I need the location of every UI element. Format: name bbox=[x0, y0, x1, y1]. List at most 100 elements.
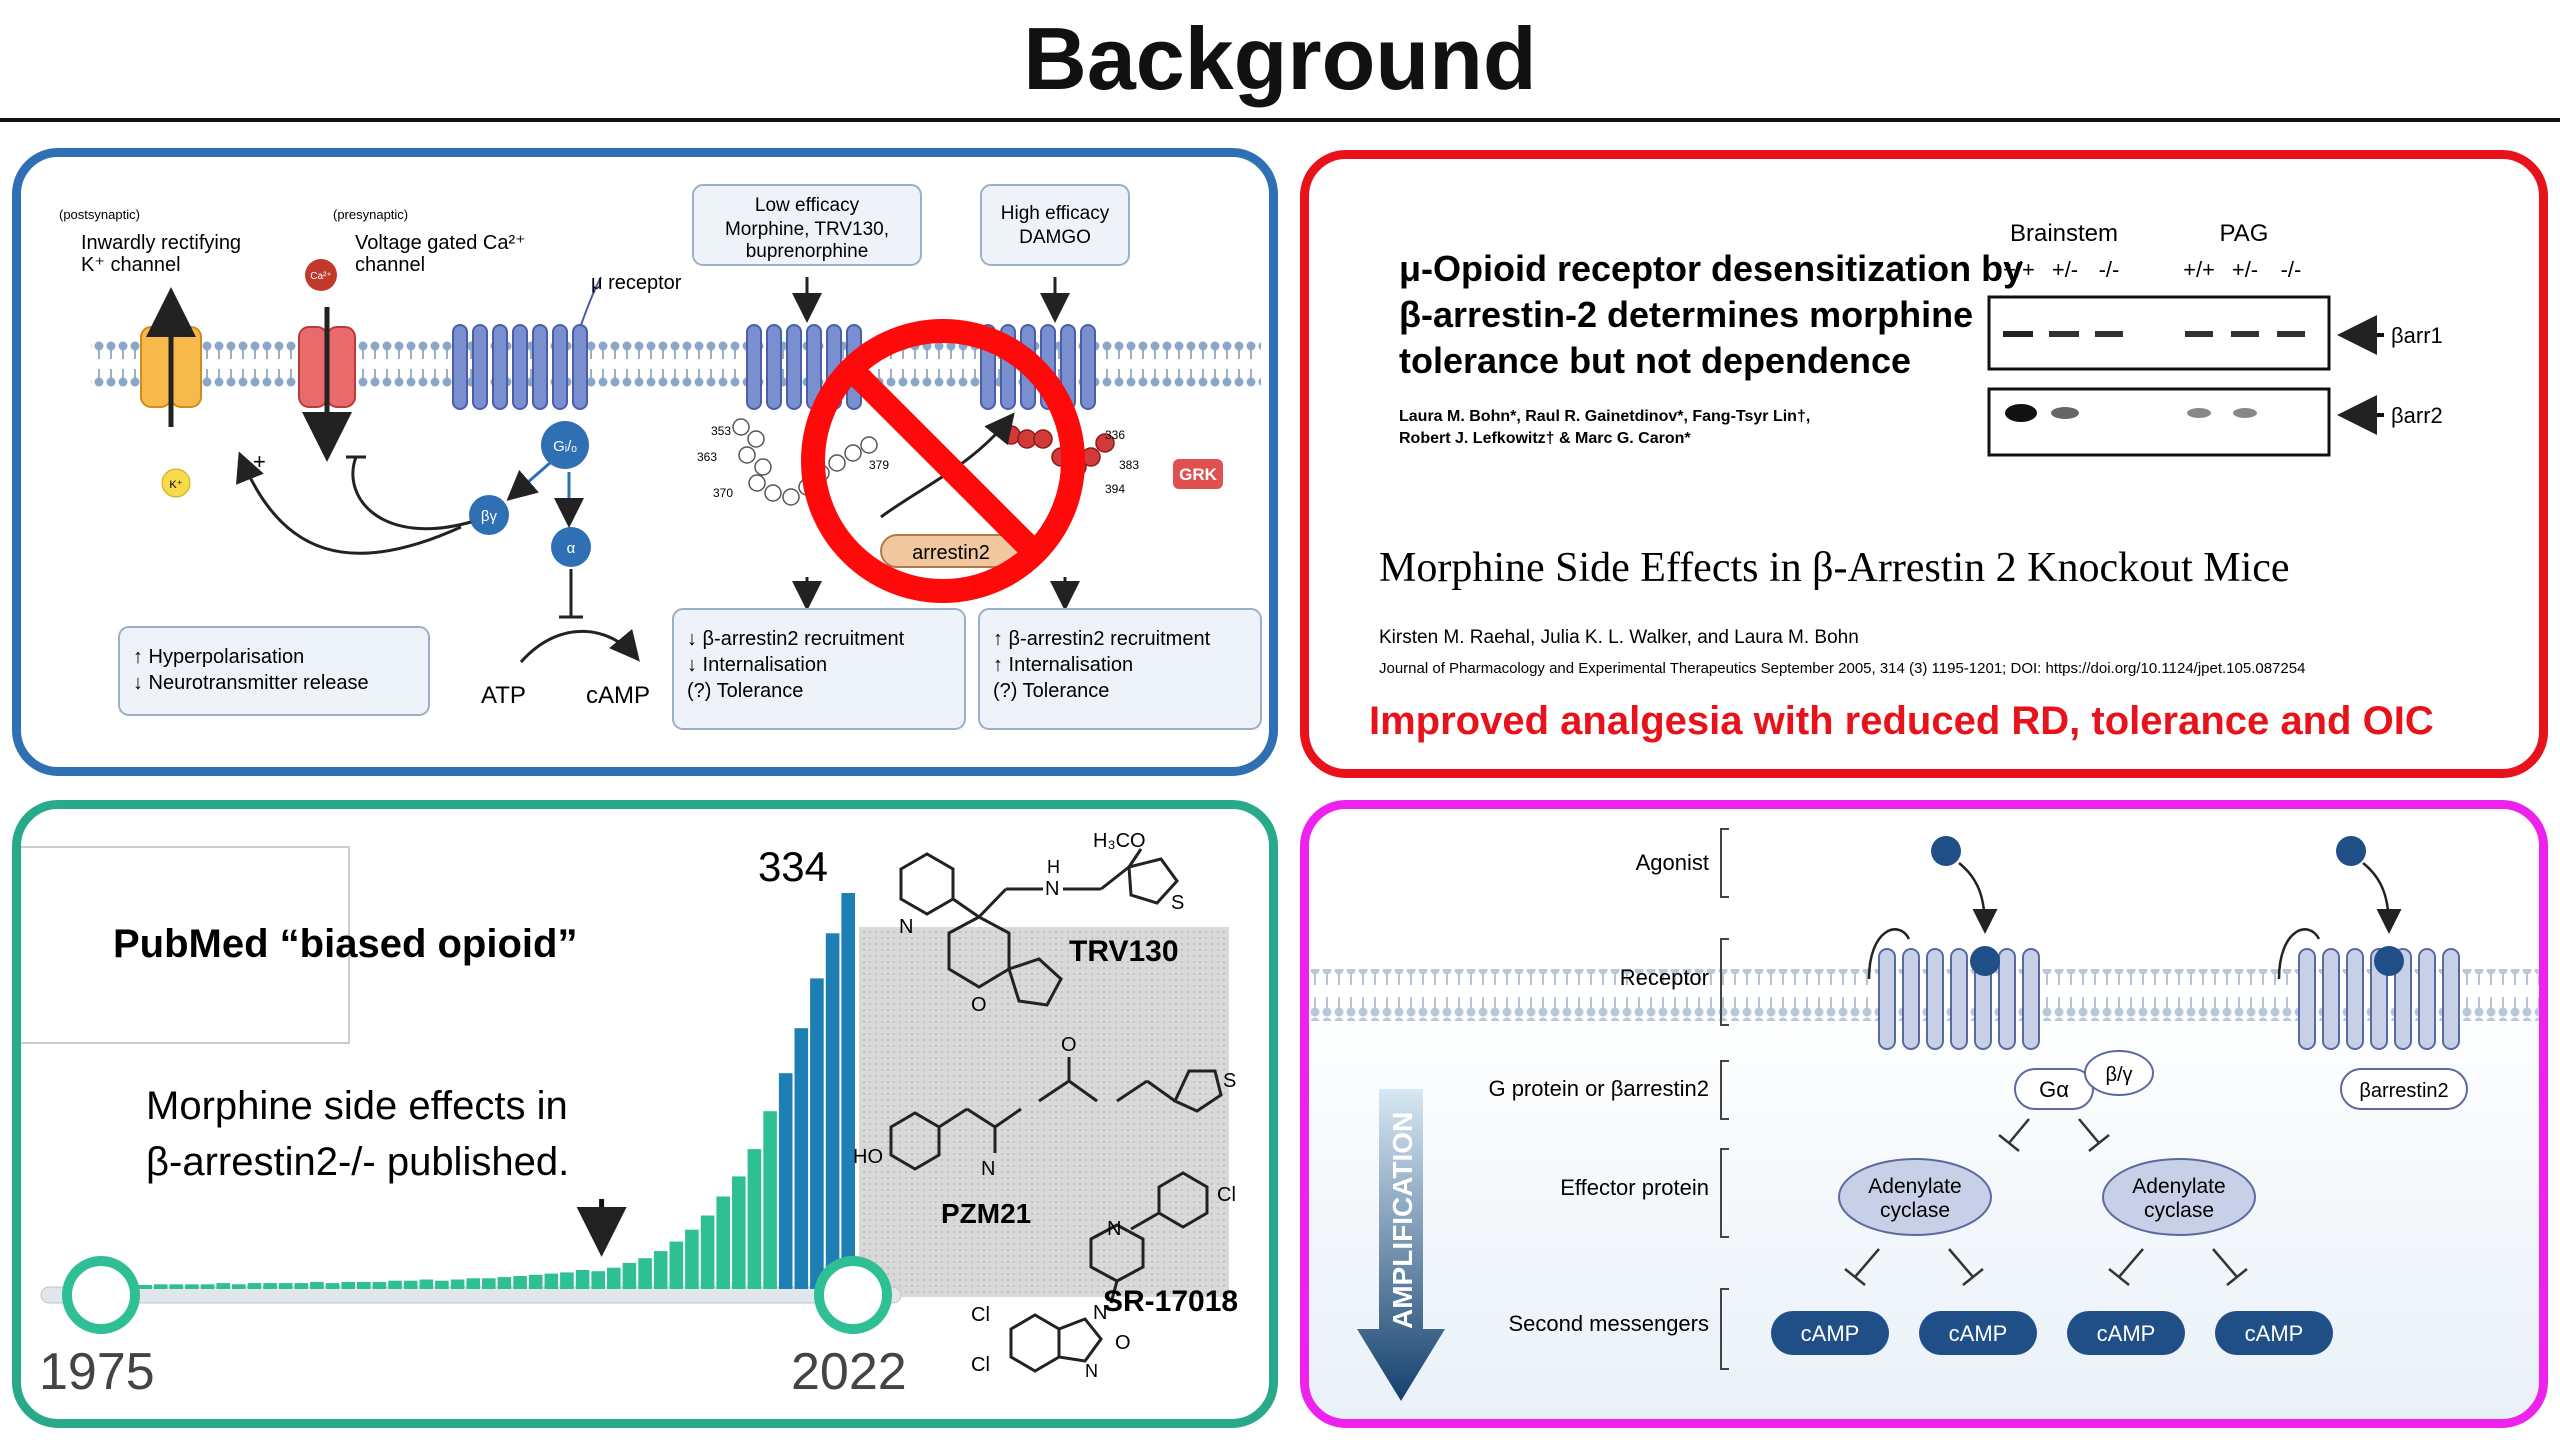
genotype-2: +/- bbox=[2052, 257, 2078, 282]
row-label-second-messengers: Second messengers bbox=[1508, 1311, 1709, 1336]
receptor-1 bbox=[1878, 948, 2040, 1050]
atom-n-1: N bbox=[899, 916, 913, 938]
panel-mu-receptor-signaling: (postsynaptic) Inwardly rectifying K⁺ ch… bbox=[12, 148, 1278, 776]
bar-1998 bbox=[466, 1278, 480, 1289]
bar-1991 bbox=[357, 1281, 371, 1289]
agonist-1-icon bbox=[1931, 836, 1961, 866]
bar-1990 bbox=[341, 1281, 355, 1289]
bar-2001 bbox=[513, 1276, 527, 1289]
camp-4: cAMP bbox=[2245, 1321, 2304, 1346]
bar-2006 bbox=[591, 1271, 605, 1289]
g-protein-icon bbox=[541, 421, 589, 469]
inhibition-marks bbox=[1998, 1118, 2110, 1152]
ca-channel-label-2: channel bbox=[355, 254, 425, 276]
trv130-structure bbox=[899, 848, 1179, 1007]
atom-n-3: N bbox=[981, 1158, 995, 1180]
bar-2018 bbox=[778, 1073, 793, 1289]
bar-1999 bbox=[482, 1278, 496, 1289]
atom-ho: HO bbox=[853, 1146, 883, 1168]
postsynaptic-label: (postsynaptic) bbox=[59, 207, 140, 222]
paper1-title-2: β-arrestin-2 determines morphine bbox=[1399, 294, 1973, 335]
atom-cl-1: Cl bbox=[1217, 1184, 1236, 1206]
high-result-2: ↑ Internalisation bbox=[993, 654, 1133, 676]
bar-1997 bbox=[450, 1279, 465, 1289]
atom-n-5: N bbox=[1093, 1302, 1107, 1324]
bar-2019 bbox=[794, 1028, 809, 1289]
effect-line-2: ↓ Neurotransmitter release bbox=[133, 672, 369, 694]
bar-1982 bbox=[216, 1283, 230, 1289]
ac1-line-1: Adenylate bbox=[1868, 1175, 1961, 1198]
high-efficacy-result-box bbox=[978, 608, 1262, 730]
title-rule bbox=[0, 118, 2560, 122]
timeline-start-handle[interactable] bbox=[62, 1256, 140, 1334]
k-channel-label-2: K⁺ channel bbox=[81, 254, 181, 276]
camp-2: cAMP bbox=[1949, 1321, 2008, 1346]
ac2-line-2: cyclase bbox=[2144, 1199, 2214, 1222]
low-result-3: (?) Tolerance bbox=[687, 680, 803, 702]
bar-2021 bbox=[825, 933, 840, 1289]
genotype-4: +/+ bbox=[2183, 257, 2215, 282]
paper1-authors-1: Laura M. Bohn*, Raul R. Gainetdinov*, Fa… bbox=[1399, 408, 1810, 425]
adenylate-cyclase-2: Adenylate cyclase bbox=[2102, 1158, 2256, 1236]
bar-2016 bbox=[747, 1149, 762, 1289]
timeline-track[interactable] bbox=[40, 1286, 902, 1304]
adenylate-cyclase-1: Adenylate cyclase bbox=[1838, 1158, 1992, 1236]
ca-channel-label-1: Voltage gated Ca²⁺ bbox=[355, 232, 526, 254]
atom-n-2: N bbox=[1045, 878, 1059, 900]
paper1-title-3: tolerance but not dependence bbox=[1399, 340, 1911, 381]
grk-label: GRK bbox=[1179, 465, 1218, 484]
pubmed-box bbox=[21, 846, 350, 1044]
g-alpha-label: Gα bbox=[2039, 1077, 2069, 1102]
high-efficacy-box bbox=[980, 184, 1130, 266]
bar-2011 bbox=[669, 1241, 684, 1289]
k-channel-label-1: Inwardly rectifying bbox=[81, 232, 241, 254]
western-blot-barr1 bbox=[1987, 295, 2331, 371]
bar-2000 bbox=[497, 1277, 512, 1289]
genotype-5: +/- bbox=[2232, 257, 2258, 282]
bar-1987 bbox=[294, 1283, 309, 1289]
panel-signal-amplification: Agonist Receptor G protein or βarrestin2… bbox=[1300, 800, 2548, 1428]
bar-1979 bbox=[169, 1284, 184, 1289]
barrestin2-label: βarrestin2 bbox=[2359, 1080, 2448, 1102]
bar-1993 bbox=[388, 1280, 402, 1289]
genotype-3: -/- bbox=[2099, 257, 2120, 282]
mu-receptor bbox=[452, 324, 588, 410]
bar-1977 bbox=[138, 1285, 152, 1289]
amplification-label: AMPLIFICATION bbox=[1387, 1112, 1418, 1329]
barrestin2-shape bbox=[2340, 1068, 2468, 1110]
bar-2013 bbox=[700, 1215, 715, 1289]
atom-o-3: O bbox=[1115, 1332, 1131, 1354]
bar-1992 bbox=[372, 1281, 387, 1289]
bar-1986 bbox=[278, 1283, 293, 1289]
row-brackets bbox=[1720, 828, 1729, 1370]
alpha-label: α bbox=[567, 540, 576, 557]
low-result-2: ↓ Internalisation bbox=[687, 654, 827, 676]
bar-2005 bbox=[575, 1270, 590, 1289]
presynaptic-label: (presynaptic) bbox=[333, 207, 408, 222]
bar-2008 bbox=[622, 1262, 637, 1289]
atom-s-2: S bbox=[1223, 1070, 1236, 1092]
atp-label: ATP bbox=[481, 682, 526, 709]
amplification-diagram: Agonist Receptor G protein or βarrestin2… bbox=[1309, 809, 2539, 1419]
low-efficacy-box bbox=[692, 184, 922, 266]
chart-max-label: 334 bbox=[758, 843, 828, 890]
signaling-diagram: (postsynaptic) Inwardly rectifying K⁺ ch… bbox=[59, 184, 1262, 730]
residue-336: 336 bbox=[1105, 428, 1125, 442]
calcium-channel bbox=[298, 307, 356, 462]
potassium-channel bbox=[140, 287, 202, 427]
bar-2020 bbox=[810, 978, 824, 1289]
timeline-end-handle[interactable] bbox=[814, 1256, 892, 1334]
atom-h-1: H bbox=[1047, 857, 1060, 877]
mu-receptor-label: μ receptor bbox=[591, 272, 682, 294]
row-label-effector: Effector protein bbox=[1560, 1175, 1709, 1200]
bar-2015 bbox=[732, 1176, 746, 1289]
paper2-journal: Journal of Pharmacology and Experimental… bbox=[1379, 660, 2305, 677]
bar-1980 bbox=[185, 1284, 199, 1289]
bar-1996 bbox=[435, 1280, 449, 1289]
plus-sign: + bbox=[253, 449, 266, 474]
atom-cl-3: Cl bbox=[971, 1354, 990, 1376]
low-efficacy-result-box bbox=[672, 608, 966, 730]
bound-agonist-1-icon bbox=[1970, 946, 2000, 976]
high-efficacy-drug: DAMGO bbox=[1019, 227, 1091, 248]
literature-panel: μ-Opioid receptor desensitization by β-a… bbox=[1369, 220, 2443, 743]
